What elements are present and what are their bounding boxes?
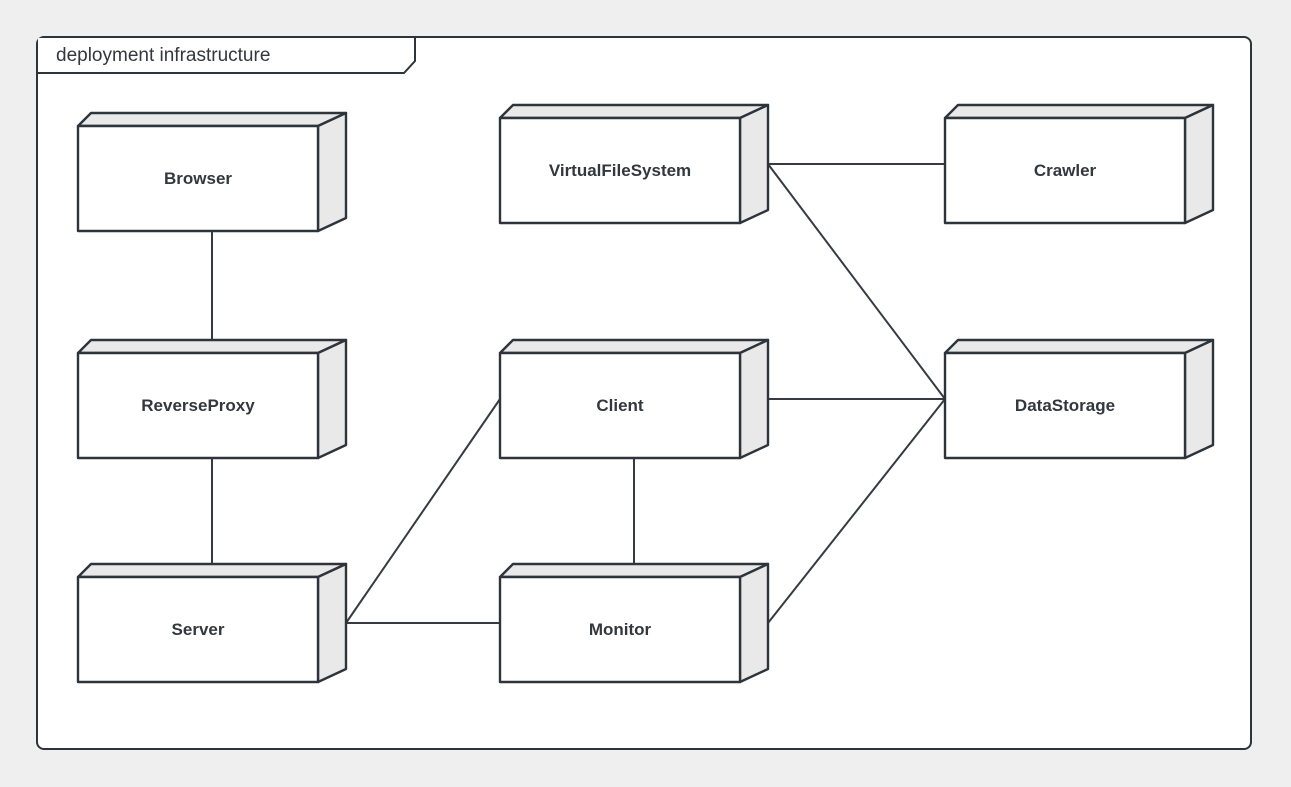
node-monitor: Monitor (498, 562, 770, 684)
node-box-shape (498, 562, 770, 684)
node-box-shape (498, 338, 770, 460)
node-box-shape (76, 338, 348, 460)
node-box-shape (498, 103, 770, 225)
node-label: Crawler (1033, 160, 1097, 180)
node-label: VirtualFileSystem (548, 160, 692, 180)
node-box-shape (76, 562, 348, 684)
node-crawler: Crawler (943, 103, 1215, 225)
node-virtualfilesystem: VirtualFileSystem (498, 103, 770, 225)
node-label: Monitor (588, 619, 652, 639)
frame-title: deployment infrastructure (56, 44, 271, 66)
node-label: Browser (163, 168, 233, 188)
node-label: ReverseProxy (141, 395, 255, 415)
node-box-shape (76, 111, 348, 233)
node-reverseproxy: ReverseProxy (76, 338, 348, 460)
frame-title-tab (38, 38, 416, 74)
node-datastorage: DataStorage (943, 338, 1215, 460)
edge-VirtualFileSystem-DataStorage (767, 163, 946, 400)
node-label: DataStorage (1014, 395, 1116, 415)
node-server: Server (76, 562, 348, 684)
node-label: Server (171, 619, 225, 639)
edge-Monitor-DataStorage (767, 398, 946, 624)
edge-Server-Client (345, 398, 501, 624)
node-browser: Browser (76, 111, 348, 233)
node-client: Client (498, 338, 770, 460)
node-box-shape (943, 338, 1215, 460)
node-label: Client (596, 395, 644, 415)
node-box-shape (943, 103, 1215, 225)
